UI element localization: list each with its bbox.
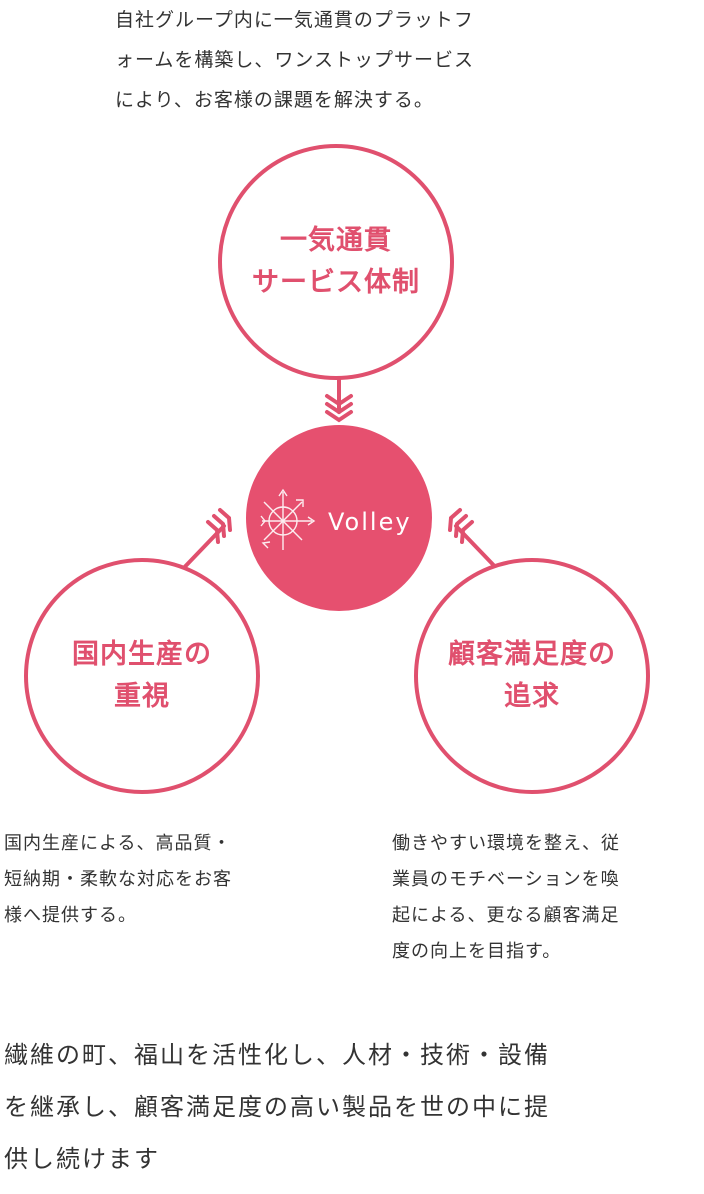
right-description-line: 起による、更なる顧客満足 [392, 905, 620, 926]
right-description-line: 働きやすい環境を整え、従 [392, 833, 620, 854]
circle-customer-satisfaction-label: 顧客満足度の 追求 [448, 634, 616, 718]
right-description-line: 業員のモチベーションを喚 [392, 869, 620, 890]
left-description: 国内生産による、高品質・ 短納期・柔軟な対応をお客 様へ提供する。 [4, 826, 232, 934]
closing-statement-line: を継承し、顧客満足度の高い製品を世の中に提 [4, 1093, 550, 1121]
intro-line: 自社グループ内に一気通貫のプラットフ [115, 9, 474, 31]
circle-label-line: 一気通貫 [280, 225, 392, 256]
circle-one-stop-service: 一気通貫 サービス体制 [218, 144, 454, 380]
closing-statement-line: 供し続けます [4, 1145, 160, 1173]
left-description-line: 国内生産による、高品質・ [4, 833, 232, 854]
intro-line: ォームを構築し、ワンストップサービス [115, 49, 475, 71]
intro-line: により、お客様の課題を解決する。 [115, 89, 434, 111]
center-logo-circle [246, 425, 432, 611]
circle-label-line: 重視 [114, 681, 170, 712]
volley-logo: Volley [260, 488, 412, 550]
closing-statement: 繊維の町、福山を活性化し、人材・技術・設備 を継承し、顧客満足度の高い製品を世の… [4, 1029, 550, 1185]
left-description-line: 短納期・柔軟な対応をお客 [4, 869, 232, 890]
closing-statement-line: 繊維の町、福山を活性化し、人材・技術・設備 [4, 1041, 550, 1069]
circle-customer-satisfaction: 顧客満足度の 追求 [414, 558, 650, 794]
circle-label-line: 顧客満足度の [448, 639, 616, 670]
logo-text: Volley [328, 508, 412, 536]
right-description-line: 度の向上を目指す。 [392, 941, 562, 962]
circle-label-line: 追求 [504, 681, 560, 712]
circle-domestic-production: 国内生産の 重視 [24, 558, 260, 794]
circle-label-line: サービス体制 [252, 267, 420, 298]
intro-text: 自社グループ内に一気通貫のプラットフ ォームを構築し、ワンストップサービス によ… [115, 0, 474, 120]
right-description: 働きやすい環境を整え、従 業員のモチベーションを喚 起による、更なる顧客満足 度… [392, 826, 620, 970]
circle-label-line: 国内生産の [72, 639, 212, 670]
circle-one-stop-service-label: 一気通貫 サービス体制 [252, 220, 420, 304]
compass-arrows-icon [260, 488, 316, 550]
circle-domestic-production-label: 国内生産の 重視 [72, 634, 212, 718]
left-description-line: 様へ提供する。 [4, 905, 137, 926]
